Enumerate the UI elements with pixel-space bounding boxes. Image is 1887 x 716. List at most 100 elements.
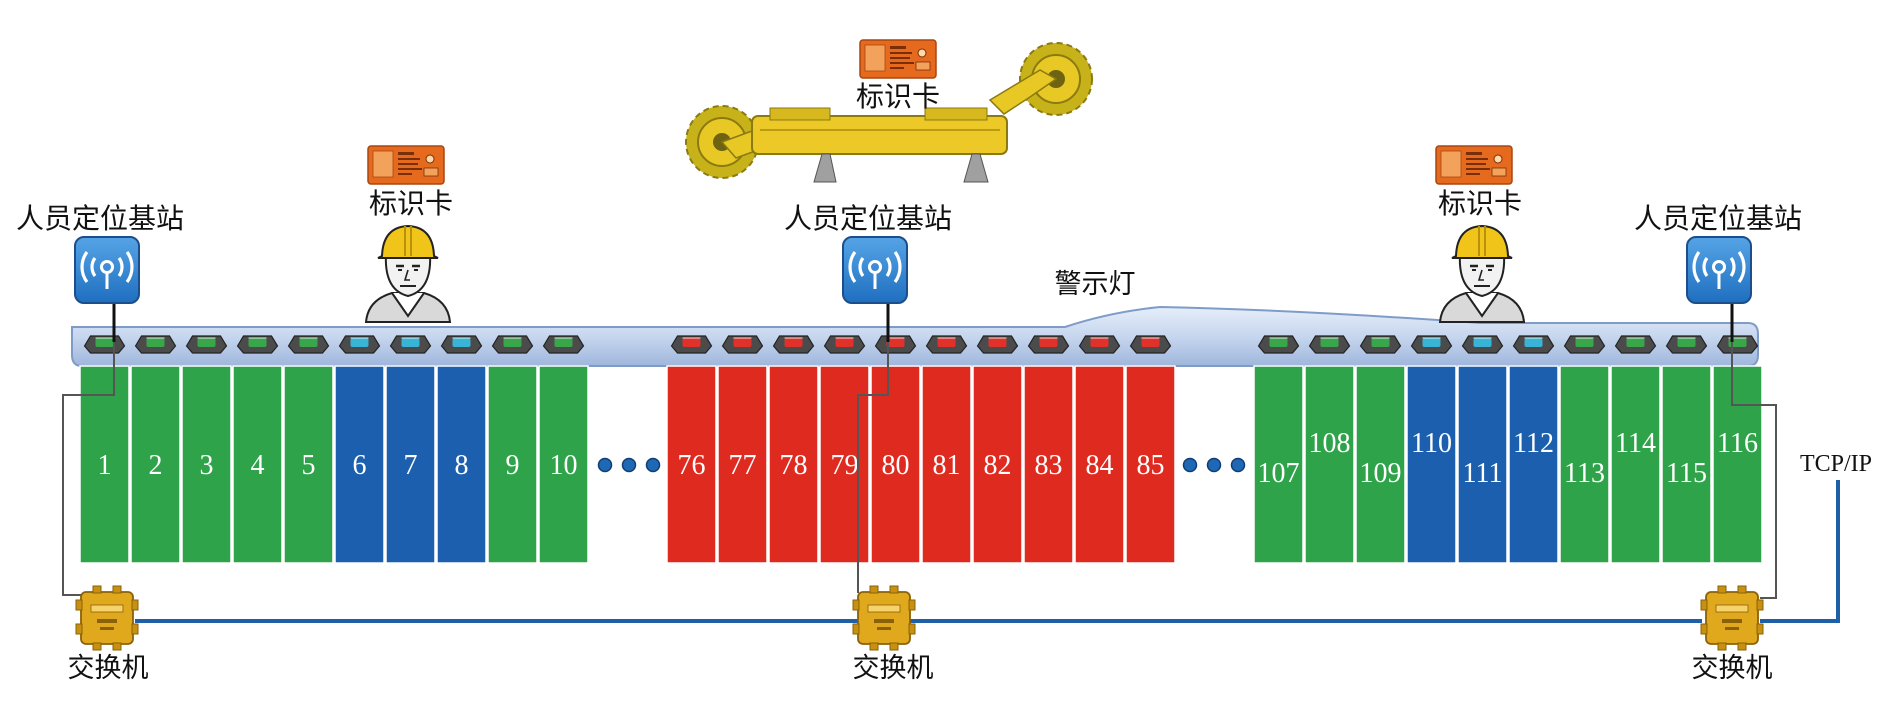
support-column xyxy=(1712,365,1763,564)
support-column xyxy=(768,365,819,564)
support-number: 84 xyxy=(1086,450,1114,481)
warning-lamp-icon xyxy=(1563,335,1606,354)
base-station-label: 人员定位基站 xyxy=(1634,202,1802,235)
warning-lamp-icon xyxy=(1257,335,1300,354)
support-column xyxy=(1508,365,1559,564)
support-column xyxy=(1406,365,1457,564)
support-number: 109 xyxy=(1360,458,1402,489)
id-card-icon xyxy=(367,145,445,185)
id-card-icon xyxy=(1435,145,1513,185)
support-number: 115 xyxy=(1666,458,1707,489)
base-station-icon xyxy=(842,236,908,304)
ellipsis-dots-left xyxy=(597,457,661,473)
warning-lamp-icon xyxy=(1461,335,1504,354)
support-column xyxy=(1559,365,1610,564)
support-number: 10 xyxy=(550,450,578,481)
warning-lamp-icon xyxy=(338,335,381,354)
support-column xyxy=(79,365,130,564)
support-column xyxy=(538,365,589,564)
support-number: 6 xyxy=(353,450,367,481)
support-column xyxy=(181,365,232,564)
support-number: 85 xyxy=(1137,450,1165,481)
base-station-label: 人员定位基站 xyxy=(784,202,952,235)
tcp-ip-label: TCP/IP xyxy=(1800,451,1872,477)
support-number: 80 xyxy=(882,450,910,481)
support-number: 8 xyxy=(455,450,469,481)
ellipsis-dots-right xyxy=(1182,457,1246,473)
shearer-icon xyxy=(685,42,1093,183)
support-number: 113 xyxy=(1564,458,1605,489)
switch-icon xyxy=(1700,585,1764,651)
id-card-icon xyxy=(859,39,937,79)
switch-label: 交换机 xyxy=(853,653,934,684)
support-number: 116 xyxy=(1717,428,1758,459)
support-column xyxy=(334,365,385,564)
id-card-label: 标识卡 xyxy=(1438,187,1522,220)
support-number: 7 xyxy=(404,450,418,481)
support-column xyxy=(1610,365,1661,564)
warning-lamp-icon xyxy=(670,335,713,354)
support-number: 79 xyxy=(831,450,859,481)
support-column xyxy=(232,365,283,564)
warning-lamp-icon xyxy=(1078,335,1121,354)
support-number: 3 xyxy=(200,450,214,481)
support-number: 77 xyxy=(729,450,757,481)
support-column xyxy=(1023,365,1074,564)
switch-icon xyxy=(75,585,139,651)
miner-icon xyxy=(1438,224,1526,324)
support-column xyxy=(717,365,768,564)
warning-lamp-icon xyxy=(823,335,866,354)
support-number: 81 xyxy=(933,450,961,481)
support-number: 4 xyxy=(251,450,265,481)
warning-lamp-icon xyxy=(1716,335,1759,354)
warning-lamp-icon xyxy=(1129,335,1172,354)
switch-label: 交换机 xyxy=(68,653,149,684)
warning-lamps xyxy=(83,335,1759,354)
support-number: 83 xyxy=(1035,450,1063,481)
support-column xyxy=(870,365,921,564)
support-column xyxy=(283,365,334,564)
warning-lamp-icon xyxy=(976,335,1019,354)
wiring xyxy=(62,302,1777,599)
support-column xyxy=(436,365,487,564)
support-number: 2 xyxy=(149,450,163,481)
support-column xyxy=(1304,365,1355,564)
warning-lamp-icon xyxy=(491,335,534,354)
warning-lamp-icon xyxy=(389,335,432,354)
support-column xyxy=(385,365,436,564)
support-number: 111 xyxy=(1463,458,1503,489)
support-column xyxy=(921,365,972,564)
support-column xyxy=(1253,365,1304,564)
warning-lamp-icon xyxy=(134,335,177,354)
support-column xyxy=(1661,365,1712,564)
support-column xyxy=(972,365,1023,564)
base-station-label: 人员定位基站 xyxy=(16,202,184,235)
warning-lamp-icon xyxy=(542,335,585,354)
warning-lamp-icon xyxy=(1359,335,1402,354)
warning-lamp-icon xyxy=(721,335,764,354)
warning-lamp-icon xyxy=(1512,335,1555,354)
warning-lamp-icon xyxy=(874,335,917,354)
warning-lamp-icon xyxy=(185,335,228,354)
support-number: 110 xyxy=(1411,428,1452,459)
support-column xyxy=(1125,365,1176,564)
id-card-label: 标识卡 xyxy=(369,187,453,220)
warning-lamp-icon xyxy=(287,335,330,354)
trunk-line xyxy=(135,480,1840,623)
switch-label: 交换机 xyxy=(1692,653,1773,684)
support-number: 76 xyxy=(678,450,706,481)
warning-lamp-icon xyxy=(83,335,126,354)
miner-icon xyxy=(364,224,452,324)
support-column xyxy=(819,365,870,564)
support-number: 112 xyxy=(1513,428,1554,459)
warning-lamp-icon xyxy=(1308,335,1351,354)
support-number: 82 xyxy=(984,450,1012,481)
warning-lamp-icon xyxy=(440,335,483,354)
support-column xyxy=(1074,365,1125,564)
warning-lamp-icon xyxy=(1410,335,1453,354)
support-column xyxy=(130,365,181,564)
warning-lamp-icon xyxy=(1027,335,1070,354)
support-number: 107 xyxy=(1258,458,1300,489)
base-station-icon xyxy=(74,236,140,304)
